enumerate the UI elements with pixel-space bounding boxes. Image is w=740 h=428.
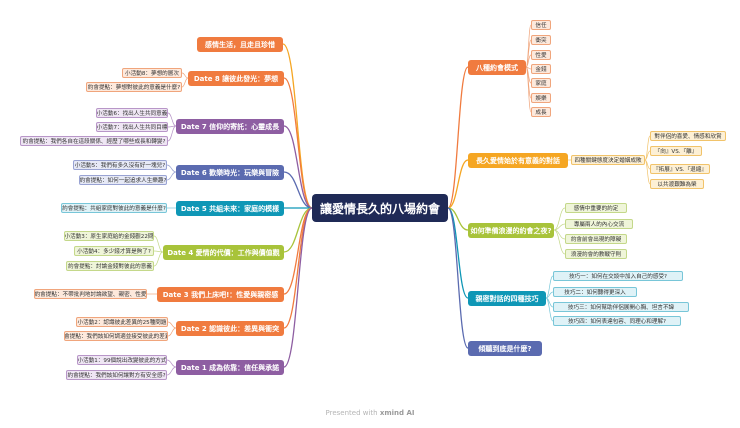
topic-date4[interactable]: Date 4 愛情的代價：工作與價值觀 <box>163 245 284 260</box>
date6-item[interactable]: 約會提點：如何一起追求人生樂趣? <box>79 175 167 185</box>
connector <box>553 223 566 231</box>
mode-item[interactable]: 信任 <box>531 20 551 30</box>
topic-prepare-date[interactable]: 如何準備浪漫的約會之夜? <box>468 223 554 238</box>
connector <box>644 135 651 161</box>
connector <box>283 77 313 209</box>
long-love-item[interactable]: 『拓展』VS.『退縮』 <box>650 164 710 174</box>
topic-date2[interactable]: Date 2 認識彼此：差異與衝突 <box>176 321 284 336</box>
footer-brand: xmind AI <box>379 409 415 417</box>
date3-item[interactable]: 約會提點：不帶批判地討論欲望、親密、性愛 <box>34 289 147 299</box>
long-love-item[interactable]: 『向』VS.『離』 <box>650 146 702 156</box>
dialogue-skill[interactable]: 技巧四：如何表達包容、同理心和理解? <box>553 316 681 326</box>
connector <box>283 125 313 209</box>
connector <box>553 229 566 255</box>
date6-item[interactable]: 小活動5：我們有多久沒有好一塊兒? <box>73 160 167 170</box>
connector <box>283 207 313 368</box>
date5-item[interactable]: 約會提點：共組家庭對彼此的意義是什麼? <box>61 203 167 213</box>
dialogue-skill[interactable]: 技巧二：如何聽得更深入 <box>553 287 637 297</box>
connector <box>447 66 469 209</box>
long-love-item[interactable]: 以共渡艱難為榮 <box>650 179 704 189</box>
prepare-item[interactable]: 專屬兩人的內心交流 <box>565 219 633 229</box>
footer-watermark: Presented with xmind AI <box>0 409 740 417</box>
mode-item[interactable]: 家庭 <box>531 78 551 88</box>
central-topic[interactable]: 讓愛情長久的八場約會 <box>312 194 448 222</box>
topic-eight-modes[interactable]: 八種約會模式 <box>468 60 526 75</box>
topic-long-love[interactable]: 長久愛情始於有意義的對話 <box>468 153 568 168</box>
topic-date8[interactable]: Date 8 讓彼此發光：夢想 <box>188 71 284 86</box>
topic-listening[interactable]: 傾聽到底是什麼? <box>468 341 542 356</box>
mode-item[interactable]: 成長 <box>531 107 551 117</box>
connector <box>644 159 651 185</box>
date4-item[interactable]: 小活動4：多少錢才算是夠了? <box>74 246 154 256</box>
connector <box>153 251 164 267</box>
mode-item[interactable]: 娛樂 <box>531 93 551 103</box>
connector <box>167 112 177 127</box>
connector <box>166 171 177 181</box>
topic-date5[interactable]: Date 5 共組未來：家庭的模樣 <box>176 201 284 216</box>
date7-item[interactable]: 小活動6：找出人生共同意義 <box>96 108 168 118</box>
dialogue-skill[interactable]: 技巧一：如何在交談中加入自己的感受? <box>553 271 683 281</box>
topic-cherish[interactable]: 感情生活，且走且珍惜 <box>197 37 283 52</box>
topic-dialogue-skills[interactable]: 親密對話的四種技巧 <box>468 291 546 306</box>
long-love-item[interactable]: 對伴侶的喜愛、情感和欣賞 <box>650 131 726 141</box>
connector <box>283 207 313 329</box>
connector <box>166 359 177 368</box>
long-love-subtopic[interactable]: 四種關鍵態度決定婚姻成敗 <box>571 155 645 165</box>
date1-item[interactable]: 小活動1：99個說出改變彼此的方式 <box>77 355 167 365</box>
date4-item[interactable]: 約會提點：討論金錢對彼此的意義 <box>66 261 154 271</box>
footer-prefix: Presented with <box>325 409 378 417</box>
prepare-item[interactable]: 感情中重要的約定 <box>565 203 627 213</box>
date4-item[interactable]: 小活動3：原生家庭給的金錢觀22問 <box>64 231 154 241</box>
connector <box>545 291 554 299</box>
connector <box>545 297 554 322</box>
prepare-item[interactable]: 約會前會出現的障礙 <box>565 234 627 244</box>
connector <box>167 321 177 329</box>
mode-item[interactable]: 衝突 <box>531 35 551 45</box>
mode-item[interactable]: 金錢 <box>531 64 551 74</box>
connector <box>447 207 469 231</box>
prepare-item[interactable]: 浪漫約會的教戰守則 <box>565 249 627 259</box>
dialogue-skill[interactable]: 技巧三：如何幫助伴侶展開心胸、坦言不諱 <box>553 302 689 312</box>
connector <box>545 275 554 299</box>
date8-item[interactable]: 小活動8：夢想的層次 <box>122 68 182 78</box>
topic-date6[interactable]: Date 6 歡樂時光：玩樂與冒險 <box>176 165 284 180</box>
date7-item[interactable]: 小活動7：找出人生共同目標 <box>96 122 168 132</box>
connector <box>525 66 532 113</box>
connector <box>447 159 469 209</box>
connector <box>553 207 566 231</box>
connector <box>282 43 313 209</box>
connector <box>167 125 177 142</box>
date7-item[interactable]: 約會提點：我們各自在這段關係、經歷了哪些成長和轉變? <box>20 136 168 146</box>
topic-date7[interactable]: Date 7 信仰的寄託：心靈成長 <box>176 119 284 134</box>
connector <box>181 77 189 88</box>
connector <box>447 207 469 349</box>
mode-item[interactable]: 性愛 <box>531 50 551 60</box>
connector <box>166 164 177 173</box>
connector <box>283 171 313 209</box>
connector <box>153 235 164 253</box>
connector <box>166 366 177 376</box>
date1-item[interactable]: 約會提點：我們該如何讓對方有安全感? <box>66 370 167 380</box>
date2-item[interactable]: 約會提點：我們該如何調適並接受彼此的差異? <box>64 331 168 341</box>
date2-item[interactable]: 小活動2：認識彼此差異的25種問題 <box>76 317 168 327</box>
connector <box>167 327 177 337</box>
topic-date1[interactable]: Date 1 成為依靠：信任與承諾 <box>176 360 284 375</box>
date8-item[interactable]: 約會提點：夢想對彼此的意義是什麼? <box>86 82 182 92</box>
topic-date3[interactable]: Date 3 我們上床吧!：性愛與親密感 <box>157 287 284 302</box>
connector <box>644 150 651 161</box>
connector <box>525 54 532 68</box>
